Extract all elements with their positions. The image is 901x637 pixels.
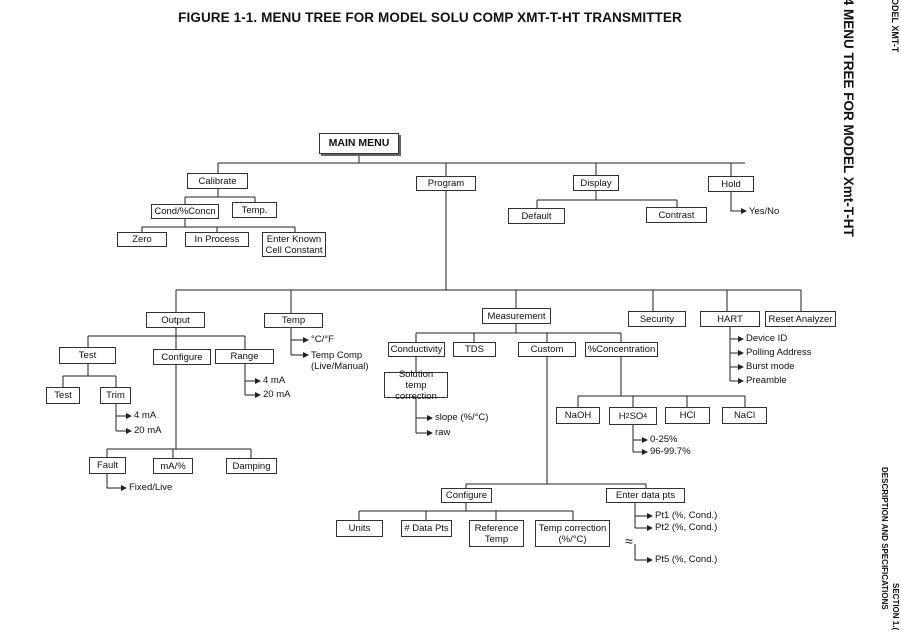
display-node: Display bbox=[573, 175, 619, 191]
output-test-node: Test bbox=[59, 347, 116, 364]
custom-configure-node: Configure bbox=[441, 488, 492, 503]
h2so4-range-96-99-label: 96-99.7% bbox=[650, 446, 691, 457]
output-node: Output bbox=[146, 312, 205, 328]
hold-node: Hold bbox=[708, 176, 754, 192]
calibrate-node: Calibrate bbox=[187, 173, 248, 189]
range-4ma-label: 4 mA bbox=[263, 375, 286, 386]
h2so4-base: H bbox=[618, 410, 626, 422]
side-section-heading: .4 MENU TREE FOR MODEL Xmt-T-HT bbox=[841, 0, 856, 237]
custom-node: Custom bbox=[518, 342, 576, 357]
contrast-node: Contrast bbox=[646, 207, 707, 223]
trim-node: Trim bbox=[100, 387, 131, 404]
security-node: Security bbox=[628, 311, 686, 327]
conductivity-node: Conductivity bbox=[388, 342, 445, 357]
range-20ma-label: 20 mA bbox=[263, 389, 291, 400]
hart-device-id-label: Device ID bbox=[746, 333, 788, 344]
side-description-label: DESCRIPTION AND SPECIFICATIONS bbox=[880, 467, 889, 610]
hart-node: HART bbox=[700, 311, 760, 327]
measurement-node: Measurement bbox=[482, 308, 551, 324]
trim-4ma-label: 4 mA bbox=[134, 410, 157, 421]
output-configure-node: Configure bbox=[153, 349, 211, 365]
hart-burst-mode-label: Burst mode bbox=[746, 361, 795, 372]
h2so4-range-0-25-label: 0-25% bbox=[650, 434, 678, 445]
temp-unit-label: °C/°F bbox=[311, 334, 334, 345]
hart-polling-address-label: Polling Address bbox=[746, 347, 812, 358]
figure-title: FIGURE 1-1. MENU TREE FOR MODEL SOLU COM… bbox=[178, 10, 682, 25]
temp-node: Temp bbox=[264, 313, 323, 328]
hcl-node: HCl bbox=[665, 407, 710, 424]
in-process-node: In Process bbox=[185, 232, 249, 247]
test-sub-node: Test bbox=[46, 387, 80, 404]
ma-percent-node: mA/% bbox=[153, 458, 193, 474]
nacl-node: NaCl bbox=[722, 407, 767, 424]
zero-node: Zero bbox=[117, 232, 167, 247]
tds-node: TDS bbox=[453, 342, 496, 357]
fault-fixed-live-label: Fixed/Live bbox=[129, 482, 173, 493]
percent-concentration-node: %Concentration bbox=[585, 342, 658, 357]
side-section-number: SECTION 1.( bbox=[891, 583, 900, 631]
naoh-node: NaOH bbox=[556, 407, 600, 424]
output-range-node: Range bbox=[215, 349, 274, 364]
hold-yes-no-label: Yes/No bbox=[749, 206, 780, 217]
h2so4-sub1: 2 bbox=[625, 412, 630, 420]
temp-calibrate-node: Temp. bbox=[232, 202, 277, 218]
main-menu-node: MAIN MENU bbox=[319, 133, 399, 154]
fault-node: Fault bbox=[89, 457, 126, 474]
num-data-pts-node: # Data Pts bbox=[401, 520, 452, 537]
break-squiggle: ≈ bbox=[625, 533, 633, 549]
cond-concn-node: Cond/%Concn bbox=[151, 204, 219, 219]
side-model-label: ODEL XMT-T bbox=[890, 0, 900, 53]
reset-analyzer-node: Reset Analyzer bbox=[765, 311, 836, 327]
slope-label: slope (%/°C) bbox=[435, 412, 489, 423]
h2so4-mid: SO bbox=[629, 410, 644, 422]
units-node: Units bbox=[336, 520, 383, 537]
h2so4-sub2: 4 bbox=[643, 412, 648, 420]
default-node: Default bbox=[508, 208, 565, 224]
damping-node: Damping bbox=[226, 458, 277, 474]
pt1-label: Pt1 (%, Cond.) bbox=[655, 510, 718, 521]
solution-temp-correction-node: Solution temp correction bbox=[384, 369, 448, 402]
program-node: Program bbox=[416, 176, 476, 191]
hart-preamble-label: Preamble bbox=[746, 375, 787, 386]
enter-known-cell-constant-node: Enter Known Cell Constant bbox=[262, 232, 326, 257]
pt2-label: Pt2 (%, Cond.) bbox=[655, 522, 718, 533]
reference-temp-node: Reference Temp bbox=[469, 520, 524, 547]
temp-correction-node: Temp correction (%/°C) bbox=[535, 520, 610, 547]
trim-20ma-label: 20 mA bbox=[134, 425, 162, 436]
raw-label: raw bbox=[435, 427, 451, 438]
enter-data-pts-node: Enter data pts bbox=[606, 488, 685, 503]
temp-comp-label: Temp Comp (Live/Manual) bbox=[311, 350, 369, 372]
pt5-label: Pt5 (%, Cond.) bbox=[655, 554, 718, 565]
